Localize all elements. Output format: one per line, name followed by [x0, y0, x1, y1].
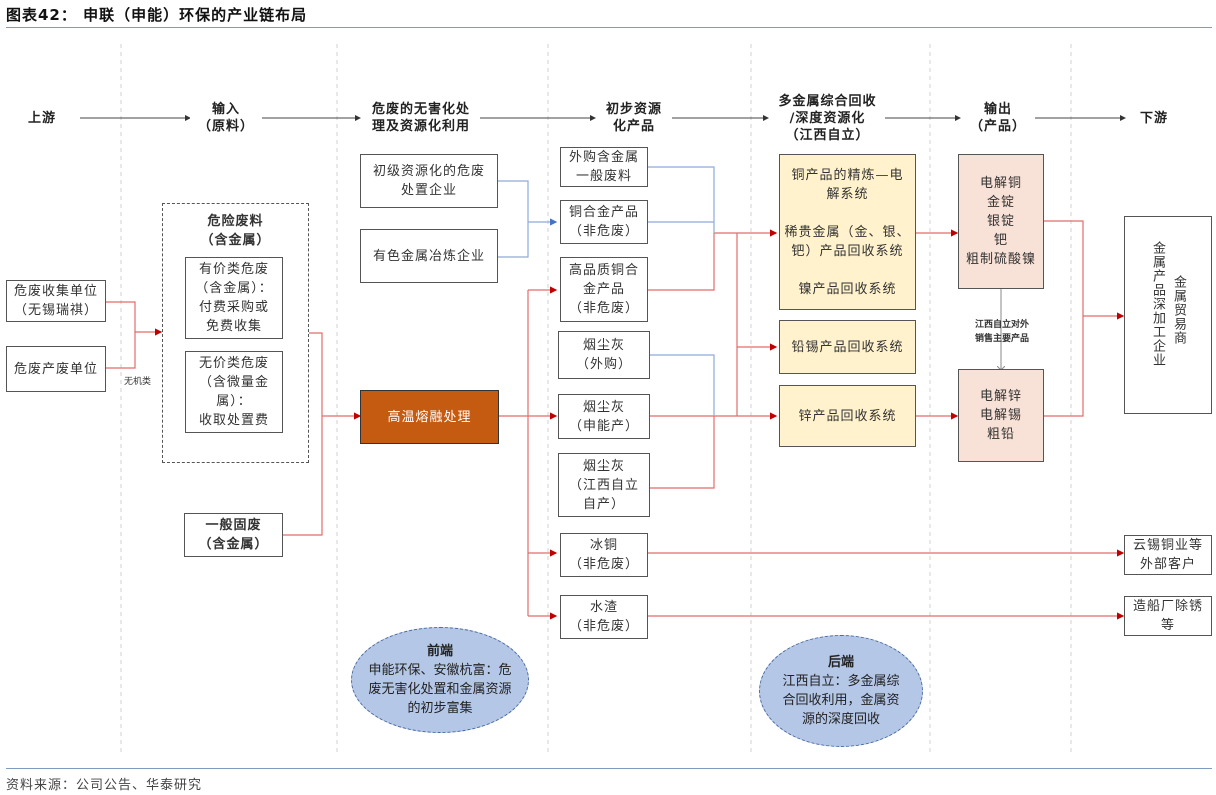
front-end-title: 前端: [426, 644, 453, 659]
blue-connectors: [498, 166, 715, 416]
node-copper-alloy: 铜合金产品 （非危废）: [560, 200, 648, 244]
label-inorganic: 无机类: [124, 377, 152, 387]
node-downstream-processors: 金属产品深加工企业 金属贸易商: [1124, 216, 1212, 414]
node-dust-shenneng: 烟尘灰 （申能产）: [558, 394, 650, 439]
header-output: 输出 （产品）: [962, 101, 1034, 135]
node-dust-jiangxi: 烟尘灰 （江西自立 自产）: [558, 453, 650, 517]
node-high-temp-smelting: 高温熔融处理: [360, 390, 499, 444]
column-guides: [120, 44, 1072, 752]
ellipse-front-end: 前端 申能环保、安徽杭富：危 废无害化处置和金属资源 的初步富集: [351, 627, 529, 733]
node-matte-copper: 冰铜 （非危废）: [560, 533, 648, 577]
node-general-solid-waste: 一般固废 （含金属）: [184, 513, 283, 557]
back-end-description: 江西自立：多金属综 合回收利用，金属资 源的深度回收: [782, 674, 900, 727]
node-water-slag: 水渣 （非危废）: [560, 595, 648, 639]
header-treatment: 危废的无害化处 理及资源化利用: [362, 101, 480, 135]
node-nonferrous-smelter: 有色金属冶炼企业: [360, 229, 498, 283]
node-output-copper-precious: 电解铜 金锭 银锭 钯 粗制硫酸镍: [958, 154, 1044, 289]
label-main-external-products: 江西自立对外 销售主要产品: [974, 320, 1029, 344]
footer-divider: [6, 768, 1212, 769]
downstream-traders-label: 金属贸易商: [1171, 275, 1186, 345]
front-end-description: 申能环保、安徽杭富：危 废无害化处置和金属资源 的初步富集: [368, 663, 512, 716]
node-valuable-waste: 有价类危废 （含金属）： 付费采购或 免费收集: [185, 257, 283, 339]
header-downstream: 下游: [1130, 110, 1178, 127]
ellipse-back-end: 后端 江西自立：多金属综 合回收利用，金属资 源的深度回收: [759, 635, 923, 747]
header-input: 输入 （原料）: [190, 101, 262, 135]
group-hazardous-waste: 危险废料 （含金属）: [162, 203, 309, 463]
node-purchased-scrap: 外购含金属 一般废料: [560, 147, 648, 187]
node-output-zinc-tin-lead: 电解锌 电解锡 粗铅: [958, 369, 1044, 462]
header-preliminary: 初步资源 化产品: [598, 101, 670, 135]
node-hq-copper-alloy: 高品质铜合 金产品 （非危废）: [560, 257, 648, 322]
node-zinc-recovery: 锌产品回收系统: [779, 385, 916, 447]
node-yunxi-customers: 云锡铜业等 外部客户: [1124, 535, 1212, 575]
group-hazardous-title: 危险废料 （含金属）: [200, 214, 271, 248]
title-divider: [6, 27, 1212, 28]
node-primary-disposal: 初级资源化的危废 处置企业: [360, 154, 498, 208]
back-end-title: 后端: [827, 655, 854, 670]
header-recovery: 多金属综合回收 /深度资源化 （江西自立）: [770, 93, 885, 144]
header-upstream: 上游: [22, 110, 62, 127]
node-dust-purchased: 烟尘灰 （外购）: [558, 331, 650, 379]
node-recovery-main: 铜产品的精炼—电 解系统 稀贵金属（金、银、 钯）产品回收系统 镍产品回收系统: [779, 154, 916, 310]
node-shipyard: 造船厂除锈 等: [1124, 596, 1212, 636]
red-connectors: [106, 220, 1125, 620]
figure-title: 图表42： 申联（申能）环保的产业链布局: [6, 6, 308, 24]
node-lead-tin-recovery: 铅锡产品回收系统: [779, 320, 916, 374]
node-waste-producer: 危废产废单位: [6, 346, 106, 392]
downstream-processors-label: 金属产品深加工企业: [1150, 241, 1165, 367]
source-note: 资料来源：公司公告、华泰研究: [6, 778, 203, 793]
node-waste-collector: 危废收集单位 （无锡瑞祺）: [6, 280, 106, 322]
node-valueless-waste: 无价类危废 （含微量金 属）： 收取处置费: [185, 351, 283, 433]
